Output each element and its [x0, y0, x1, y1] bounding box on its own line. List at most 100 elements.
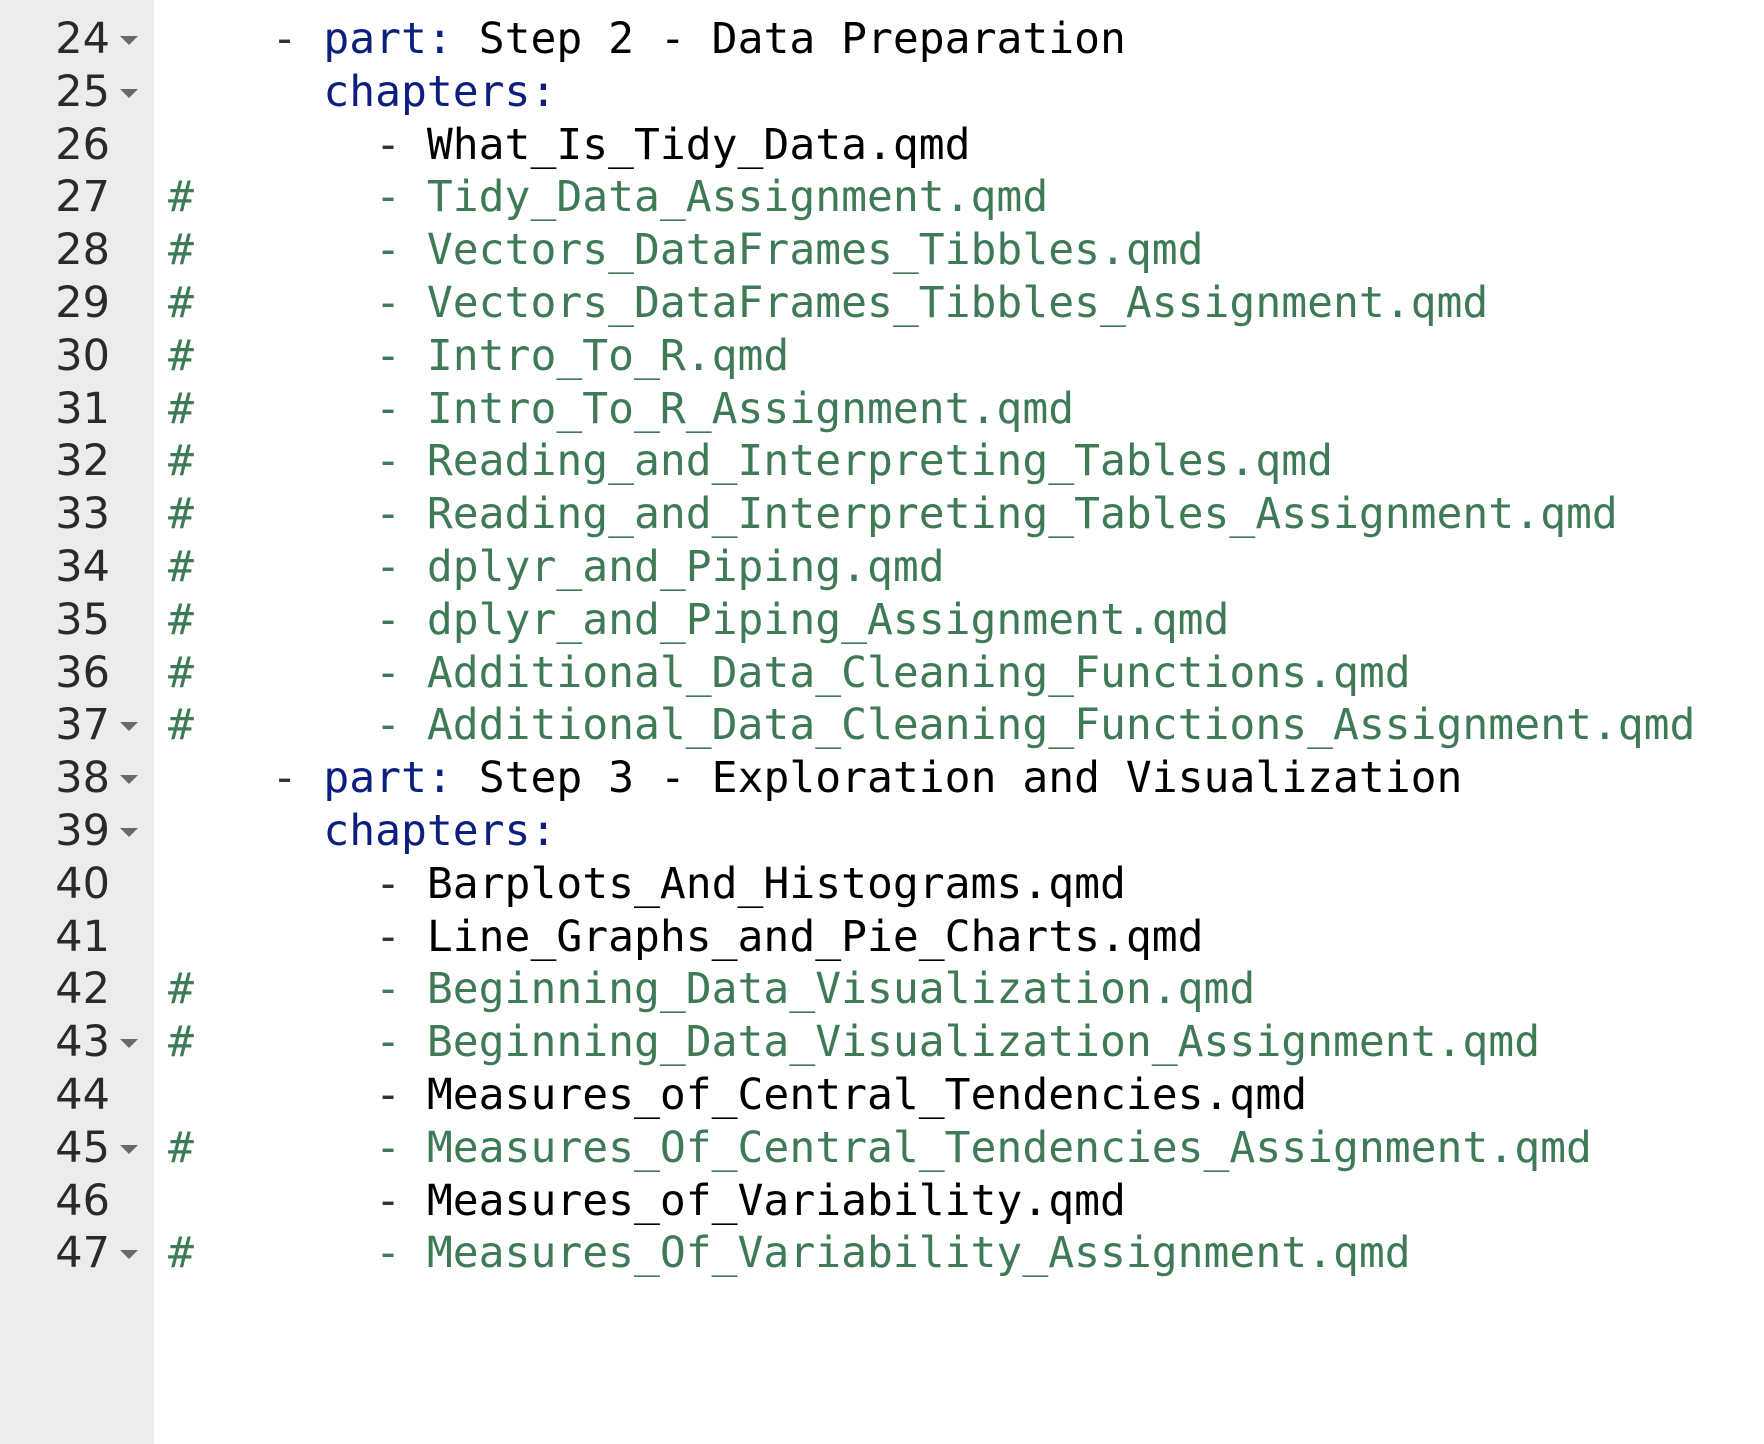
- list-dash: -: [271, 14, 324, 64]
- yaml-value: Additional_Data_Cleaning_Functions_Assig…: [426, 700, 1696, 751]
- code-line[interactable]: 36# - Additional_Data_Cleaning_Functions…: [0, 644, 1764, 704]
- list-dash: -: [375, 700, 427, 751]
- code-line[interactable]: 40 - Barplots_And_Histograms.qmd: [0, 855, 1764, 915]
- list-dash: -: [375, 1122, 427, 1173]
- indent: #: [168, 1017, 376, 1068]
- code-line[interactable]: 25 chapters:: [0, 63, 1764, 123]
- chevron-down-icon[interactable]: [120, 1250, 138, 1260]
- list-dash: -: [375, 383, 427, 434]
- line-number: 30: [55, 330, 110, 381]
- code-text: - Measures_of_Variability.qmd: [168, 1172, 1126, 1232]
- chevron-down-icon[interactable]: [120, 36, 138, 45]
- code-text: # - Measures_Of_Variability_Assignment.q…: [168, 1224, 1411, 1284]
- code-line[interactable]: 31# - Intro_To_R_Assignment.qmd: [0, 380, 1764, 440]
- line-number: 38: [55, 753, 110, 804]
- code-text: # - Reading_and_Interpreting_Tables_Assi…: [168, 485, 1618, 545]
- yaml-value: What_Is_Tidy_Data.qmd: [426, 119, 971, 170]
- list-dash: -: [375, 330, 427, 381]
- code-text: # - Vectors_DataFrames_Tibbles.qmd: [168, 221, 1204, 281]
- chevron-down-icon[interactable]: [120, 828, 138, 837]
- line-number: 35: [55, 594, 110, 645]
- indent: [168, 120, 375, 170]
- code-text: # - Additional_Data_Cleaning_Functions_A…: [168, 696, 1695, 756]
- code-line[interactable]: 24 - part: Step 2 - Data Preparation: [0, 10, 1764, 70]
- code-text: - part: Step 3 - Exploration and Visuali…: [168, 749, 1463, 809]
- line-number: 36: [55, 647, 110, 698]
- code-text: # - Tidy_Data_Assignment.qmd: [168, 168, 1048, 228]
- line-number: 39: [55, 806, 110, 856]
- code-line[interactable]: 46 - Measures_of_Variability.qmd: [0, 1172, 1764, 1232]
- line-number-gutter: [0, 0, 154, 1444]
- code-line[interactable]: 33 # - Reading_and_Interpreting_Tables_As…: [0, 485, 1764, 545]
- list-dash: -: [375, 225, 427, 276]
- yaml-value: Vectors_DataFrames_Tibbles.qmd: [426, 225, 1204, 276]
- list-dash: -: [375, 172, 427, 223]
- line-number: 33: [55, 489, 110, 540]
- code-line[interactable]: 28 # - Vectors_DataFrames_Tibbles.qmd: [0, 221, 1764, 281]
- code-line[interactable]: 45# - Measures_Of_Central_Tendencies_Ass…: [0, 1119, 1764, 1179]
- list-dash: -: [271, 753, 324, 804]
- indent: #: [168, 330, 376, 381]
- indent: [168, 753, 272, 803]
- code-line[interactable]: 30 # - Intro_To_R.qmd: [0, 327, 1764, 387]
- code-line[interactable]: 47# - Measures_Of_Variability_Assignment…: [0, 1224, 1764, 1284]
- code-text: - Measures_of_Central_Tendencies.qmd: [168, 1066, 1307, 1126]
- yaml-value: Step 2 - Data Preparation: [478, 14, 1126, 64]
- code-text: - What_Is_Tidy_Data.qmd: [168, 116, 971, 176]
- indent: [168, 67, 323, 117]
- indent: [168, 14, 272, 64]
- code-line[interactable]: 42# - Beginning_Data_Visualization.qmd: [0, 960, 1764, 1020]
- indent: #: [168, 700, 376, 751]
- line-number: 29: [55, 278, 110, 328]
- indent: [168, 1070, 375, 1120]
- indent: [168, 1176, 375, 1226]
- code-line[interactable]: 26 - What_Is_Tidy_Data.qmd: [0, 116, 1764, 176]
- code-line[interactable]: 27 # - Tidy_Data_Assignment.qmd: [0, 168, 1764, 228]
- code-line[interactable]: 29# - Vectors_DataFrames_Tibbles_Assignm…: [0, 274, 1764, 334]
- code-text: # - Measures_Of_Central_Tendencies_Assig…: [168, 1119, 1592, 1179]
- code-text: # - dplyr_and_Piping.qmd: [168, 538, 945, 598]
- code-line[interactable]: 35 # - dplyr_and_Piping_Assignment.qmd: [0, 591, 1764, 651]
- code-line[interactable]: 39 chapters:: [0, 802, 1764, 862]
- line-number: 27: [55, 172, 110, 223]
- line-number: 37: [55, 700, 110, 751]
- indent: #: [168, 383, 376, 434]
- list-dash: -: [375, 278, 427, 328]
- yaml-value: Barplots_And_Histograms.qmd: [426, 858, 1126, 909]
- code-line[interactable]: 32# - Reading_and_Interpreting_Tables.qm…: [0, 432, 1764, 492]
- code-text: # - Beginning_Data_Visualization_Assignm…: [168, 1013, 1540, 1073]
- yaml-value: Line_Graphs_and_Pie_Charts.qmd: [426, 911, 1204, 962]
- code-line[interactable]: 34# - dplyr_and_Piping.qmd: [0, 538, 1764, 598]
- line-number: 43: [55, 1017, 110, 1068]
- line-number: 25: [55, 66, 110, 117]
- chevron-down-icon[interactable]: [120, 1039, 138, 1049]
- code-line[interactable]: 41 - Line_Graphs_and_Pie_Charts.qmd: [0, 908, 1764, 968]
- code-text: - part: Step 2 - Data Preparation: [168, 10, 1126, 70]
- list-dash: -: [375, 436, 427, 487]
- chevron-down-icon[interactable]: [120, 1144, 138, 1154]
- yaml-value: Reading_and_Interpreting_Tables_Assignme…: [426, 489, 1618, 540]
- yaml-key: chapters: [323, 66, 531, 117]
- yaml-value: Intro_To_R_Assignment.qmd: [426, 383, 1075, 434]
- code-text: # - dplyr_and_Piping_Assignment.qmd: [168, 591, 1229, 651]
- chevron-down-icon[interactable]: [120, 775, 138, 785]
- indent: #: [168, 436, 376, 487]
- code-line[interactable]: 38 - part: Step 3 - Exploration and Visu…: [0, 749, 1764, 809]
- yaml-key: part: [323, 14, 427, 64]
- code-text: - Barplots_And_Histograms.qmd: [168, 855, 1126, 915]
- line-number: 28: [55, 225, 110, 276]
- indent: #: [168, 225, 376, 276]
- yaml-value: Measures_of_Central_Tendencies.qmd: [426, 1070, 1308, 1120]
- code-line[interactable]: 43 # - Beginning_Data_Visualization_Assig…: [0, 1013, 1764, 1073]
- code-text: # - Intro_To_R.qmd: [168, 327, 789, 387]
- yaml-separator: :: [530, 806, 557, 856]
- code-text: # - Beginning_Data_Visualization.qmd: [168, 960, 1255, 1020]
- code-line[interactable]: 37 # - Additional_Data_Cleaning_Functions…: [0, 696, 1764, 756]
- yaml-value: Vectors_DataFrames_Tibbles_Assignment.qm…: [426, 278, 1489, 328]
- chevron-down-icon[interactable]: [120, 722, 138, 732]
- code-text: # - Intro_To_R_Assignment.qmd: [168, 380, 1074, 440]
- yaml-value: dplyr_and_Piping_Assignment.qmd: [426, 594, 1230, 645]
- code-line[interactable]: 44 - Measures_of_Central_Tendencies.qmd: [0, 1066, 1764, 1126]
- chevron-down-icon[interactable]: [120, 88, 138, 98]
